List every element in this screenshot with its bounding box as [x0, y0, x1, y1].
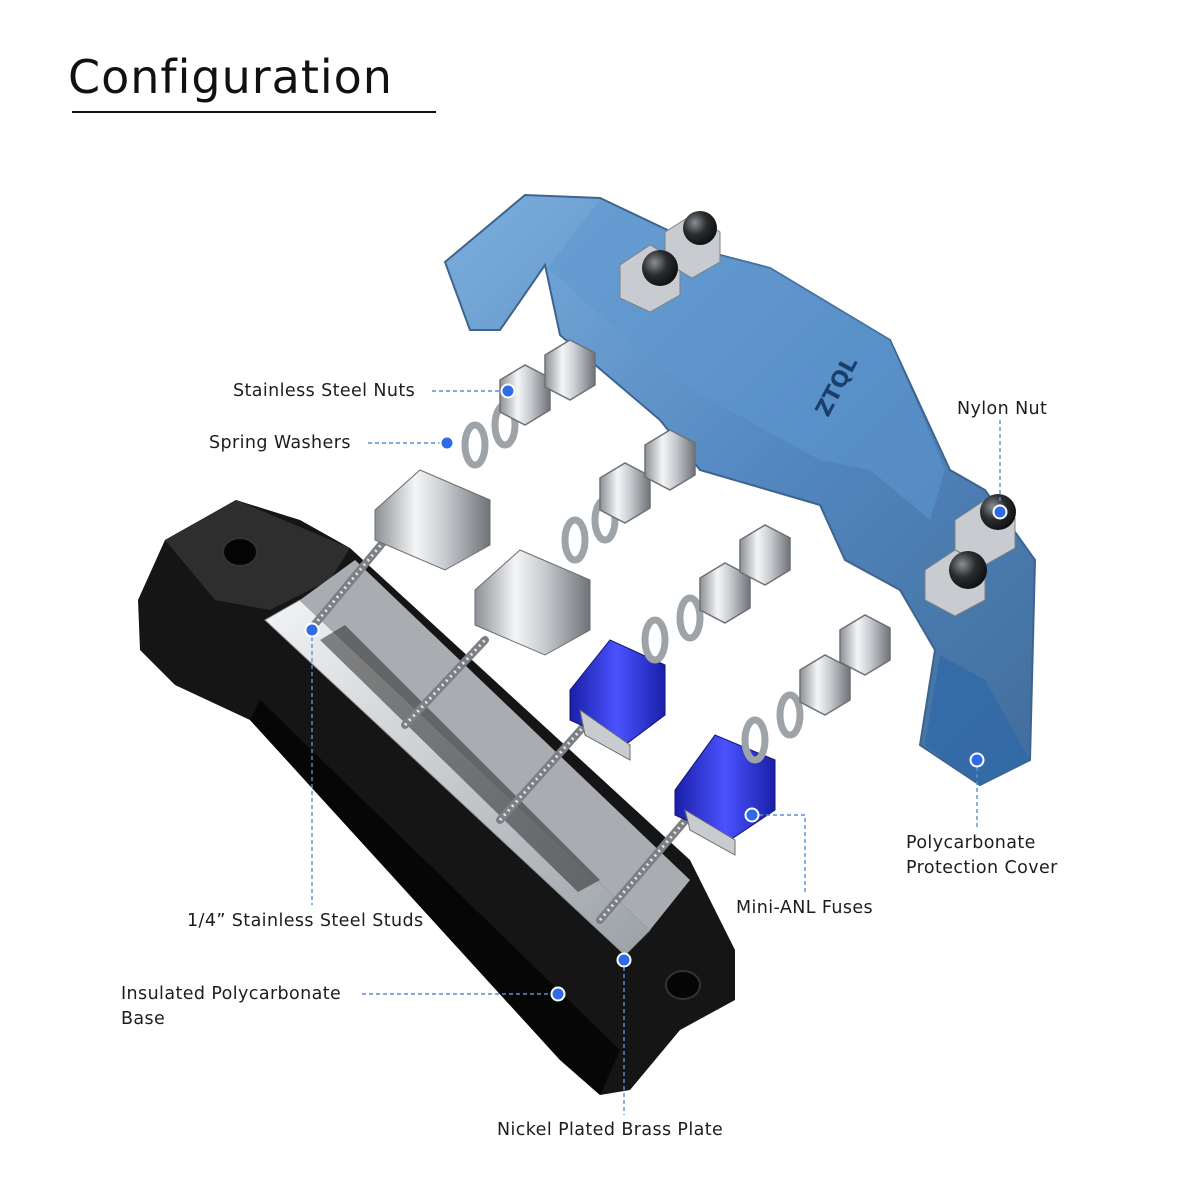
dot-nylon-nut [992, 504, 1008, 520]
silver-terminals [374, 469, 591, 656]
nickel-plated-brass-plate [264, 560, 690, 956]
dot-studs [304, 622, 320, 638]
title-underline [72, 111, 436, 113]
stainless-steel-nuts [499, 339, 891, 716]
polycarbonate-cover: ZTQL [443, 193, 1037, 787]
label-polycarbonate-cover: Polycarbonate Protection Cover [906, 831, 1058, 881]
label-insulated-base-line1: Insulated Polycarbonate [121, 984, 342, 1004]
dot-insulated-base [550, 986, 566, 1002]
dot-brass-plate [616, 952, 632, 968]
callout-dots [304, 383, 1008, 1002]
dot-stainless-steel-nuts [500, 383, 516, 399]
label-studs: 1/4” Stainless Steel Studs [187, 911, 424, 931]
label-polycarbonate-cover-line2: Protection Cover [906, 858, 1058, 878]
label-insulated-base: Insulated Polycarbonate Base [121, 982, 341, 1032]
dot-mini-anl-fuses [744, 807, 760, 823]
dot-spring-washers [439, 435, 455, 451]
leader-lines [311, 390, 1001, 1115]
label-spring-washers: Spring Washers [209, 433, 351, 453]
label-polycarbonate-cover-line1: Polycarbonate [906, 833, 1036, 853]
spring-washers [461, 401, 804, 764]
insulated-base [138, 500, 735, 1095]
label-insulated-base-line2: Base [121, 1009, 166, 1029]
dot-polycarbonate-cover [969, 752, 985, 768]
page-title: Configuration [68, 50, 393, 104]
label-mini-anl-fuses: Mini-ANL Fuses [736, 898, 874, 918]
label-nylon-nut: Nylon Nut [957, 399, 1048, 419]
label-stainless-steel-nuts: Stainless Steel Nuts [233, 381, 416, 401]
label-brass-plate: Nickel Plated Brass Plate [497, 1120, 724, 1140]
